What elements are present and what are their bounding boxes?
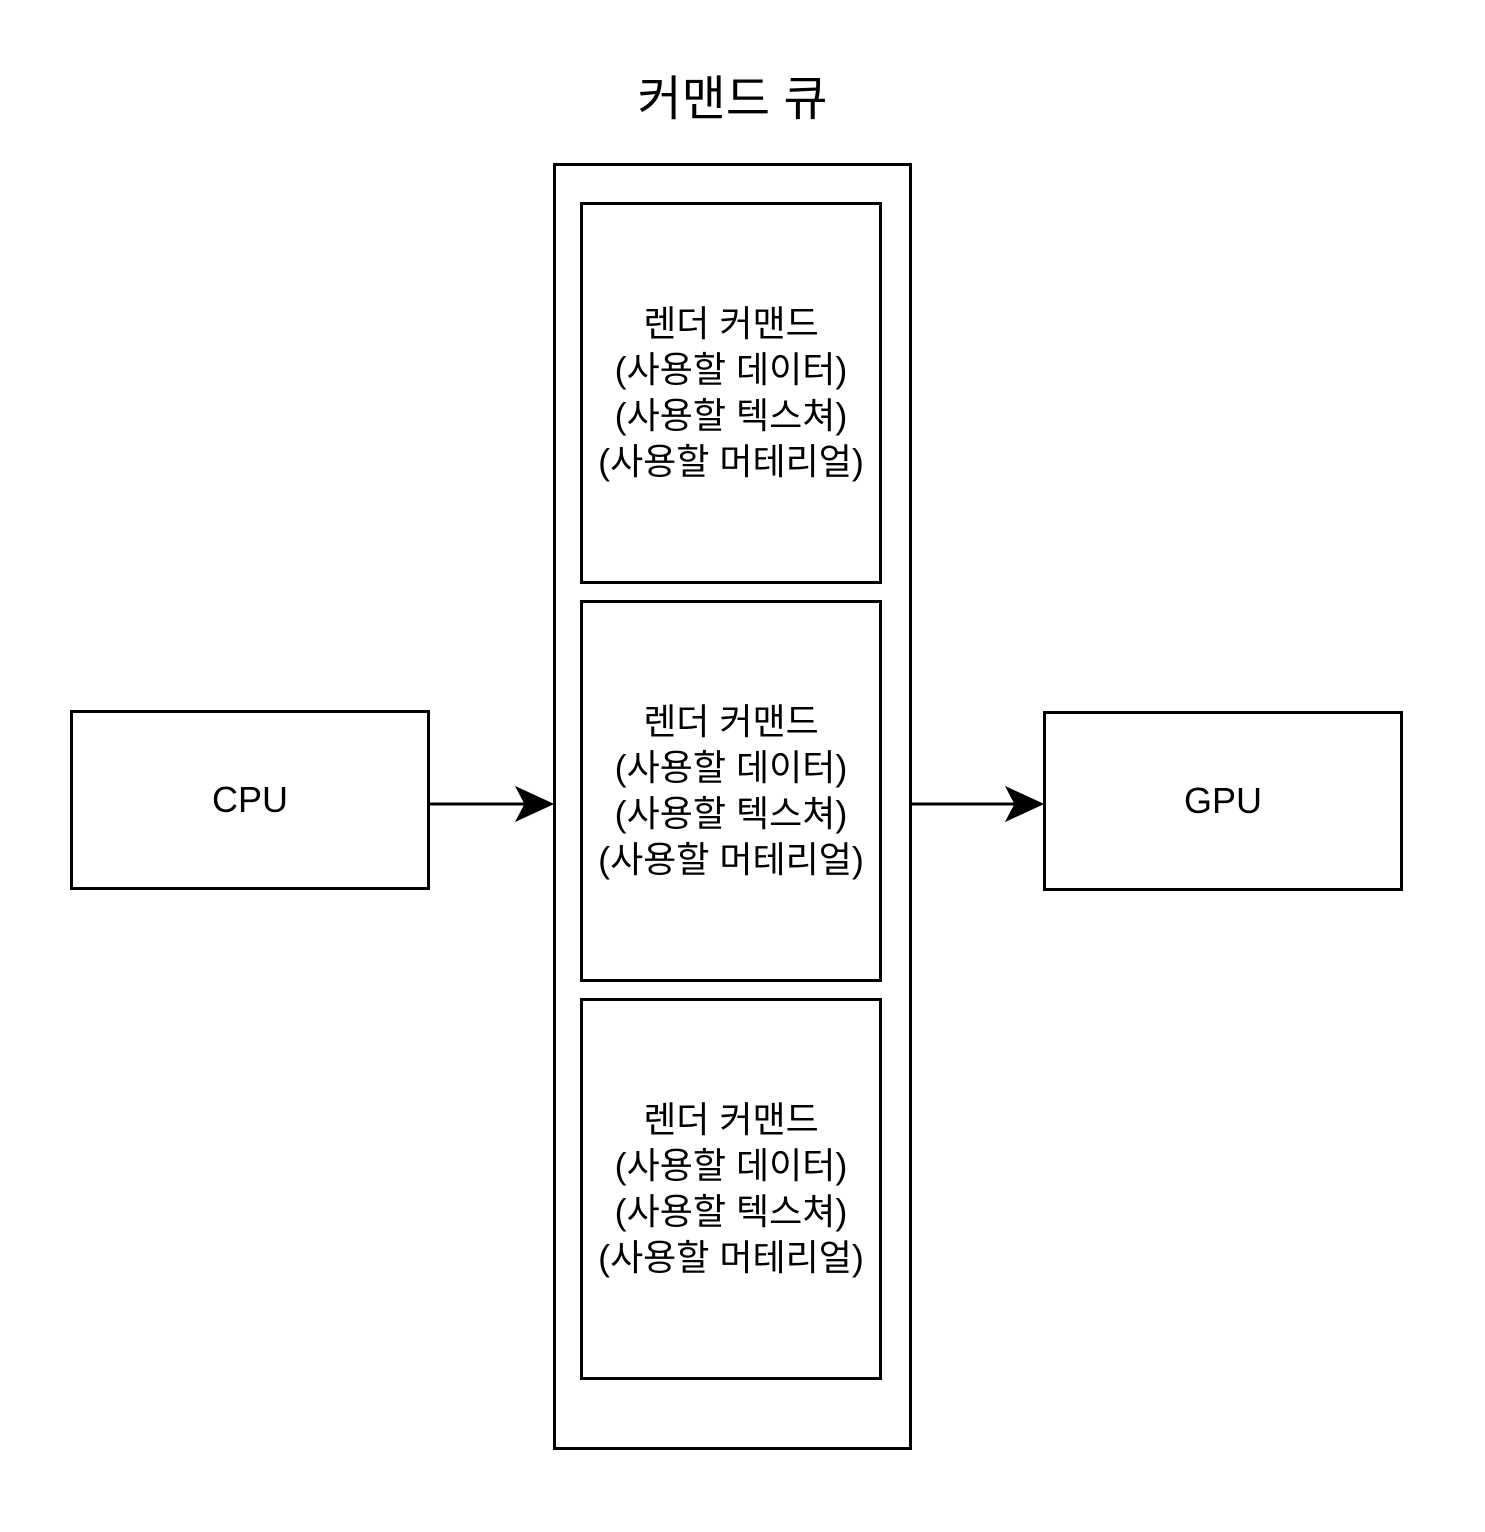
render-command-box-1: 렌더 커맨드 (사용할 데이터) (사용할 텍스쳐) (사용할 머테리얼) [580, 202, 882, 584]
command-line: (사용할 데이터) [614, 1145, 848, 1186]
command-line: (사용할 머테리얼) [598, 839, 864, 880]
command-line: 렌더 커맨드 [643, 303, 819, 344]
command-line: (사용할 데이터) [614, 747, 848, 788]
command-line: (사용할 텍스쳐) [614, 395, 848, 436]
queue-to-gpu-arrow [912, 785, 1045, 823]
command-line: (사용할 텍스쳐) [614, 793, 848, 834]
command-line: (사용할 데이터) [614, 349, 848, 390]
command-line: (사용할 머테리얼) [598, 1237, 864, 1278]
command-line: (사용할 텍스쳐) [614, 1191, 848, 1232]
render-command-box-3: 렌더 커맨드 (사용할 데이터) (사용할 텍스쳐) (사용할 머테리얼) [580, 998, 882, 1380]
command-line: 렌더 커맨드 [643, 1099, 819, 1140]
command-line: (사용할 머테리얼) [598, 441, 864, 482]
cpu-label: CPU [211, 779, 288, 820]
cpu-box: CPU [70, 710, 430, 890]
gpu-box: GPU [1043, 711, 1403, 891]
command-line: 렌더 커맨드 [643, 701, 819, 742]
cpu-to-queue-arrow [430, 785, 555, 823]
gpu-label: GPU [1183, 780, 1262, 821]
render-command-box-2: 렌더 커맨드 (사용할 데이터) (사용할 텍스쳐) (사용할 머테리얼) [580, 600, 882, 982]
diagram-title: 커맨드 큐 [637, 73, 828, 126]
command-queue-box: 렌더 커맨드 (사용할 데이터) (사용할 텍스쳐) (사용할 머테리얼) 렌더… [553, 163, 912, 1450]
